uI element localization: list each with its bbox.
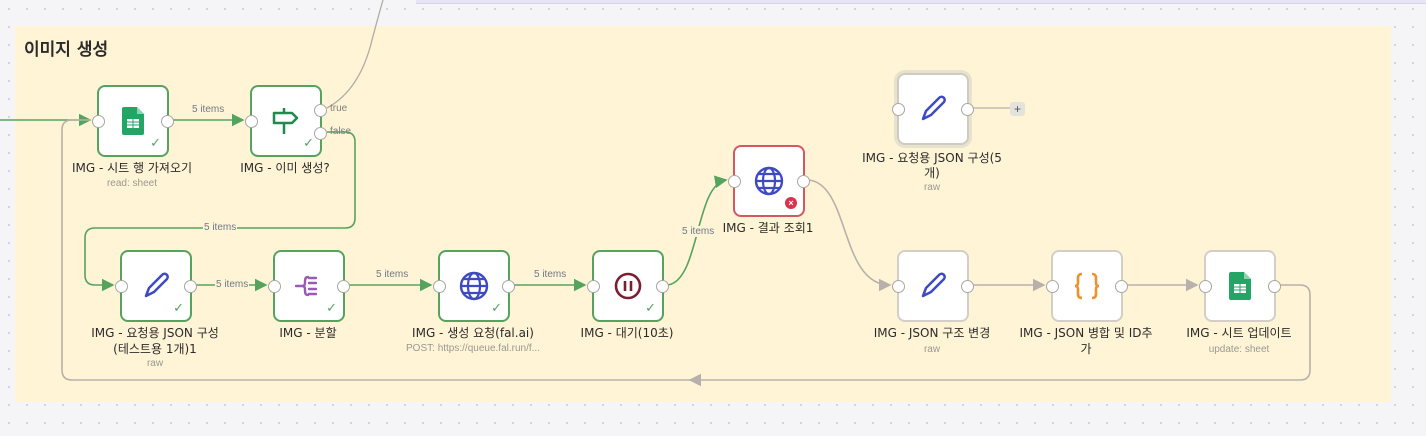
edge-label: 5 items	[191, 104, 226, 115]
input-handle[interactable]	[1046, 280, 1059, 293]
input-handle[interactable]	[587, 280, 600, 293]
node-subtitle: raw	[146, 358, 164, 369]
input-handle[interactable]	[433, 280, 446, 293]
node-label: IMG - 시트 행 가져오기	[71, 161, 193, 175]
globe-icon	[754, 166, 784, 196]
edge-label: 5 items	[533, 269, 568, 280]
output-handle[interactable]	[1115, 280, 1128, 293]
node-sheet-update[interactable]	[1199, 250, 1281, 322]
success-check-icon: ✓	[173, 300, 184, 315]
split-out-icon	[295, 275, 318, 297]
input-handle[interactable]	[892, 103, 905, 116]
google-sheets-icon	[122, 107, 144, 135]
error-icon: ×	[785, 197, 797, 209]
node-json-5[interactable]	[892, 73, 974, 145]
node-label-line2: 가	[1080, 342, 1092, 356]
top-panel-edge	[416, 0, 1426, 4]
pause-icon	[614, 272, 642, 300]
node-subtitle: POST: https://queue.fal.run/f...	[406, 343, 540, 354]
node-subtitle: read: sheet	[106, 178, 158, 189]
node-label: IMG - 결과 조회1	[722, 221, 814, 235]
input-handle[interactable]	[1199, 280, 1212, 293]
node-sheet-get[interactable]: ✓	[92, 85, 174, 157]
node-label: IMG - 대기(10초)	[580, 326, 674, 340]
edge-label: 5 items	[375, 269, 410, 280]
branch-true-label: true	[330, 103, 348, 114]
edge-label: 5 items	[215, 279, 250, 290]
output-handle[interactable]	[161, 115, 174, 128]
node-label: IMG - 요청용 JSON 구성	[91, 326, 219, 340]
input-handle[interactable]	[115, 280, 128, 293]
node-subtitle: update: sheet	[1208, 344, 1270, 355]
node-label: IMG - 생성 요청(fal.ai)	[412, 326, 534, 340]
sticky-title: 이미지 생성	[24, 40, 109, 60]
globe-icon	[459, 271, 489, 301]
success-check-icon: ✓	[150, 135, 161, 150]
node-http-request[interactable]: ✓	[433, 250, 515, 322]
node-subtitle: raw	[923, 182, 941, 193]
input-handle[interactable]	[892, 280, 905, 293]
success-check-icon: ✓	[326, 300, 337, 315]
node-label-line2: (테스트용 1개)1	[113, 342, 197, 356]
input-handle[interactable]	[728, 175, 741, 188]
pencil-icon	[921, 272, 946, 298]
success-check-icon: ✓	[645, 300, 656, 315]
node-label-line2: 개)	[924, 166, 940, 180]
input-handle[interactable]	[92, 115, 105, 128]
add-node-button[interactable]: +	[1010, 102, 1025, 116]
signpost-icon	[272, 108, 299, 134]
pencil-icon	[921, 95, 946, 121]
node-merge[interactable]	[1046, 250, 1128, 322]
output-handle-true[interactable]	[314, 104, 327, 117]
google-sheets-icon	[1229, 272, 1251, 300]
output-handle[interactable]	[337, 280, 350, 293]
input-handle[interactable]	[268, 280, 281, 293]
branch-false-label: false	[330, 126, 352, 137]
node-label: IMG - 요청용 JSON 구성(5	[862, 151, 1002, 165]
success-check-icon: ✓	[491, 300, 502, 315]
node-label: IMG - 시트 업데이트	[1186, 326, 1292, 340]
success-check-icon: ✓	[303, 135, 314, 150]
output-handle[interactable]	[1268, 280, 1281, 293]
node-label: IMG - 이미 생성?	[240, 161, 330, 175]
node-if[interactable]: ✓	[245, 85, 327, 157]
output-handle[interactable]	[797, 175, 810, 188]
node-label: IMG - JSON 병합 및 ID추	[1019, 326, 1153, 340]
code-braces-icon	[1074, 272, 1100, 300]
output-handle[interactable]	[502, 280, 515, 293]
output-handle-false[interactable]	[314, 127, 327, 140]
edge-label: 5 items	[681, 226, 716, 237]
output-handle[interactable]	[961, 280, 974, 293]
node-wait[interactable]: ✓	[587, 250, 669, 322]
edge-label: 5 items	[203, 222, 238, 233]
pencil-icon	[144, 272, 169, 298]
node-json-struct[interactable]	[892, 250, 974, 322]
node-json-test[interactable]: ✓	[115, 250, 197, 322]
node-split[interactable]: ✓	[268, 250, 350, 322]
node-label: IMG - 분할	[279, 326, 337, 340]
output-handle[interactable]	[961, 103, 974, 116]
output-handle[interactable]	[656, 280, 669, 293]
input-handle[interactable]	[245, 115, 258, 128]
node-label: IMG - JSON 구조 변경	[873, 326, 991, 340]
node-subtitle: raw	[923, 344, 941, 355]
output-handle[interactable]	[184, 280, 197, 293]
node-result[interactable]: ×	[728, 145, 810, 217]
